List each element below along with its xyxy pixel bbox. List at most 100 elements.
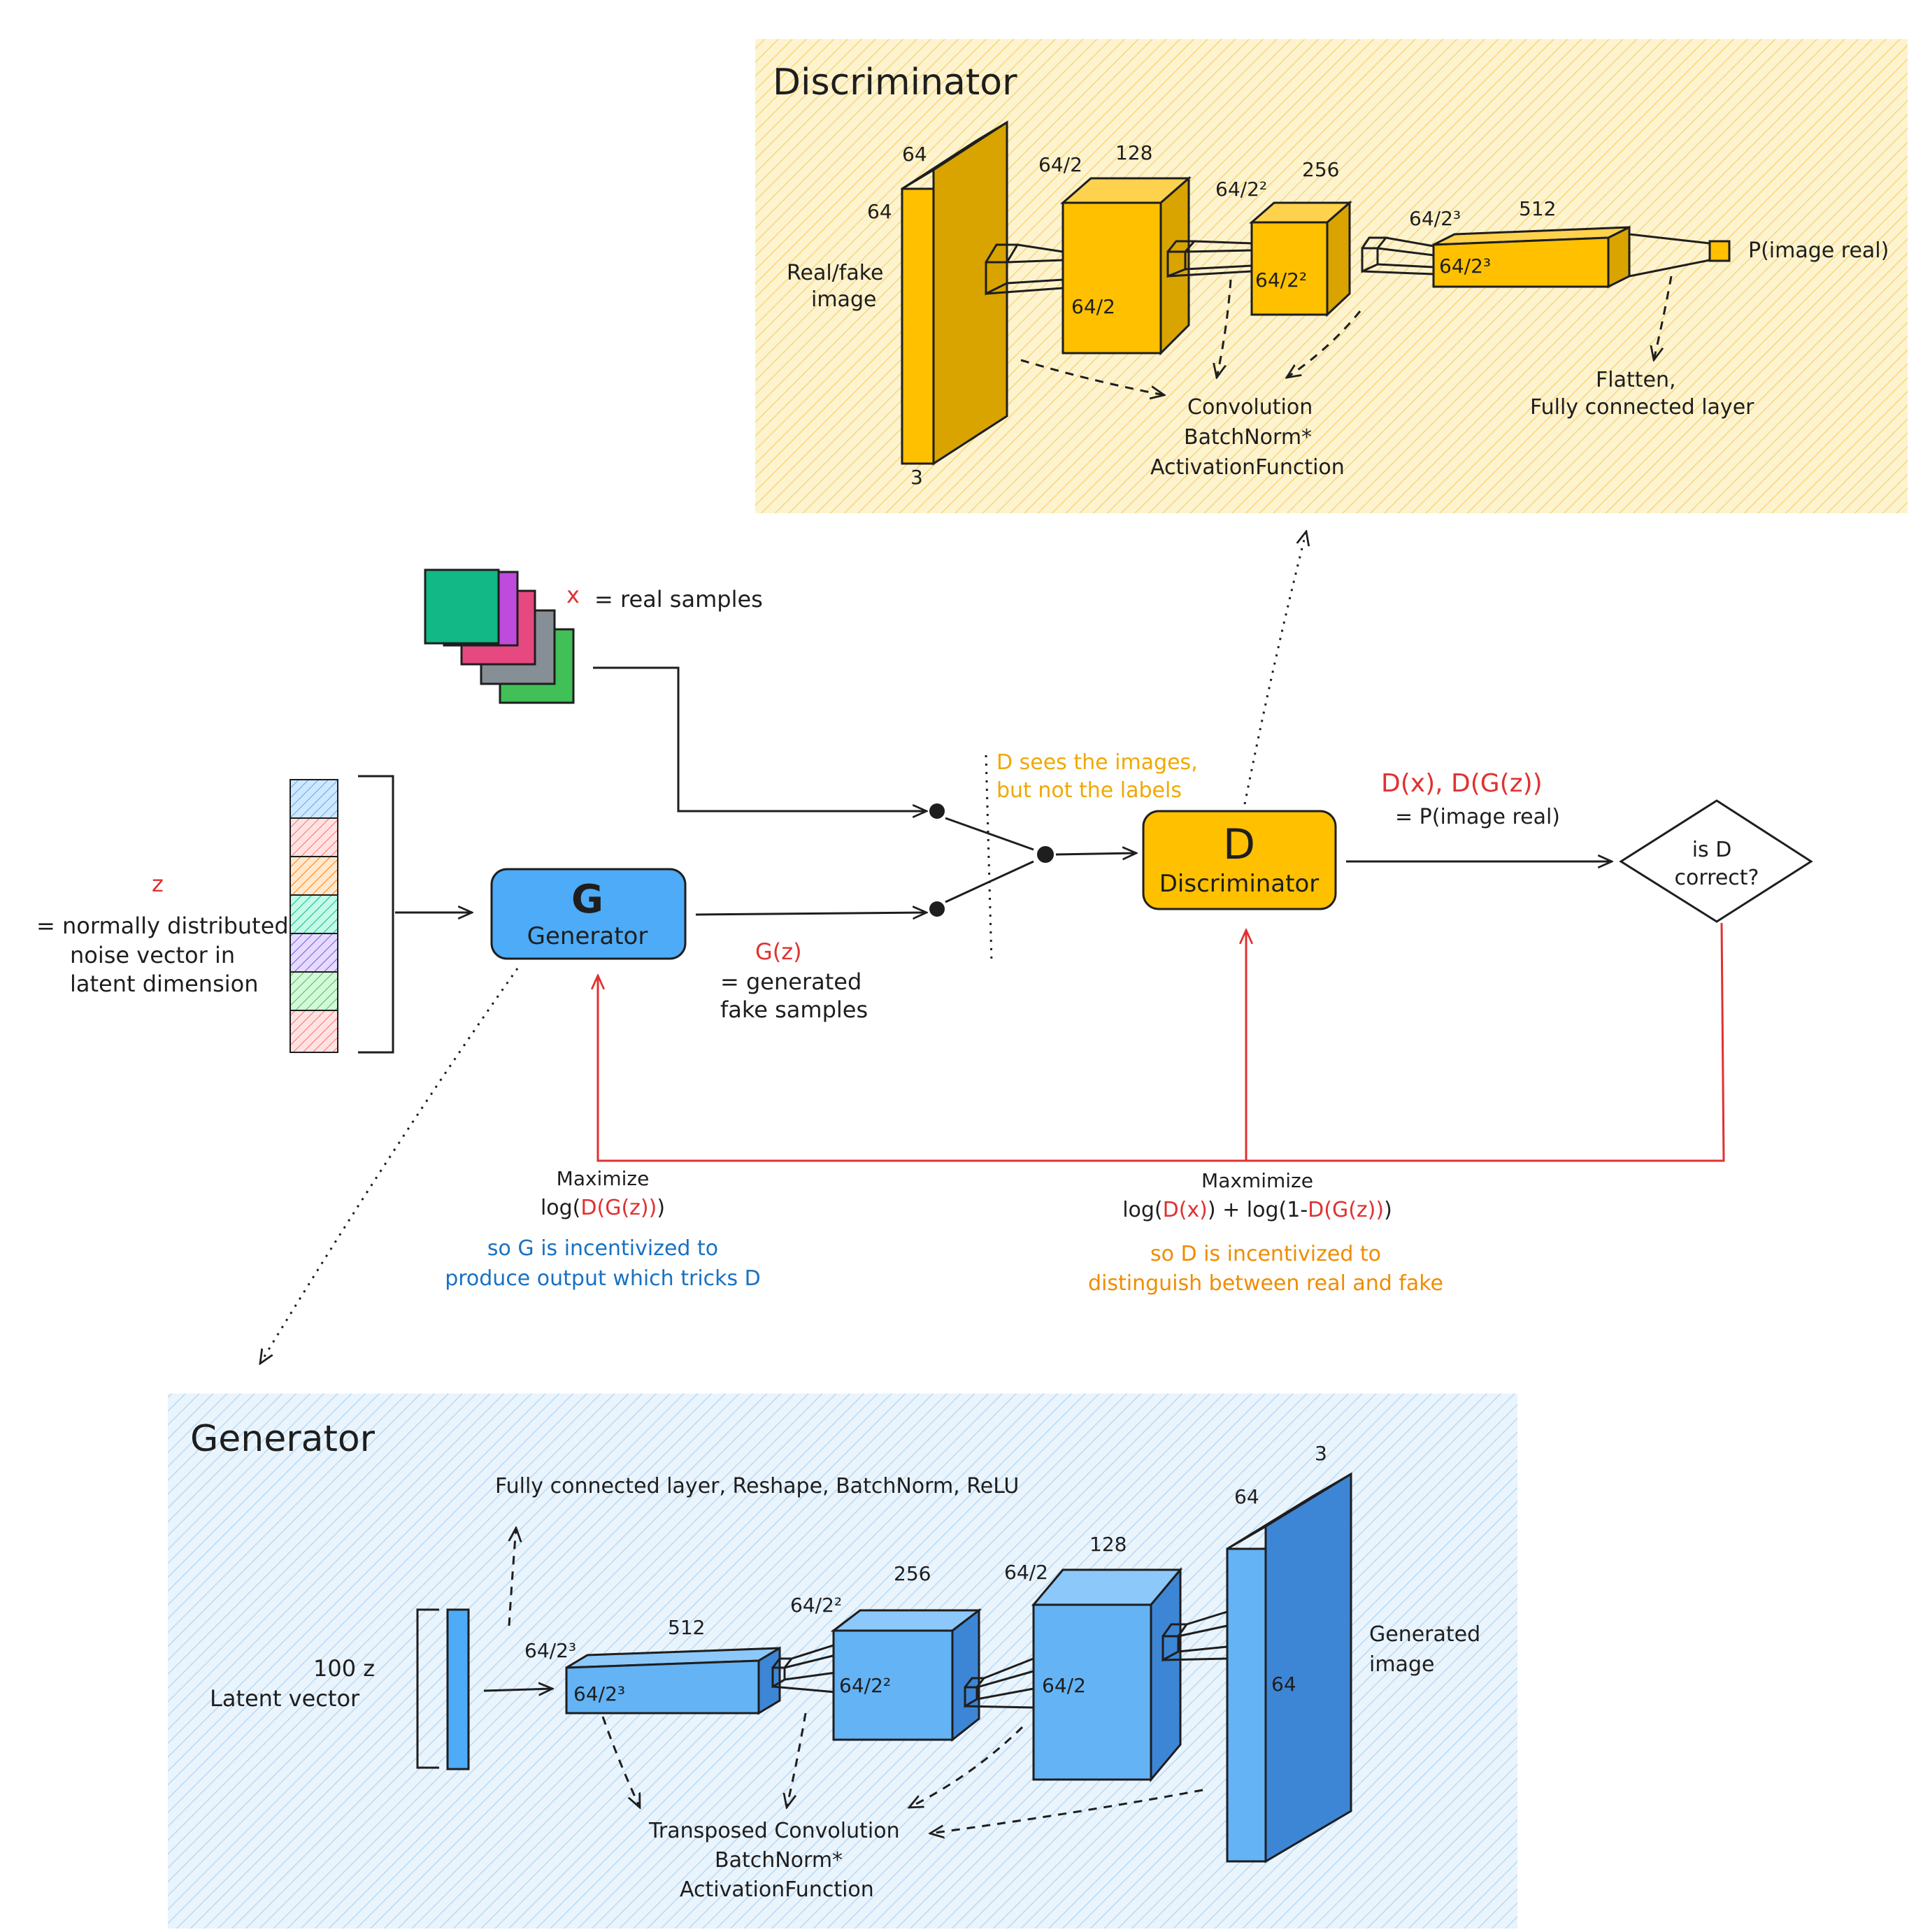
d-layer4-top-label: 512: [1519, 197, 1556, 220]
generator-node: [490, 868, 687, 960]
g-objective-term: D(G(z)): [580, 1196, 657, 1220]
d-layer4-block: [1432, 225, 1631, 289]
z-text-line1: = normally distributed: [36, 913, 289, 939]
switch-line-top: [945, 817, 1034, 851]
tconv-arrow-3: [909, 1726, 1024, 1808]
g-fc-arrow: [509, 1528, 516, 1626]
real-samples-text: = real samples: [594, 586, 763, 613]
latent-line2: Latent vector: [210, 1685, 360, 1712]
real-input-dot: [929, 803, 945, 819]
conv-arrow-2: [1217, 279, 1232, 378]
g-objective: log(D(G(z))): [541, 1196, 665, 1220]
noise-bracket: [358, 775, 394, 1054]
tconv-arrow-2: [787, 1712, 807, 1808]
tconv-arrow-4: [930, 1789, 1203, 1833]
discriminator-panel: Discriminator Real/fake image 64 64 3 64…: [755, 39, 1908, 513]
g-fc-label: Fully connected layer, Reshape, BatchNor…: [495, 1474, 1019, 1498]
d-objective-d: D(G(z)): [1308, 1198, 1384, 1222]
g-layer4-front-label: 64: [1271, 1673, 1296, 1696]
decision-line1: is D: [1692, 838, 1732, 862]
g-layer3-block: [1031, 1566, 1183, 1783]
zoom-to-generator-arrow: [260, 968, 519, 1364]
d-output-text: = P(image real): [1395, 805, 1560, 829]
d-kernel2: [1166, 240, 1252, 278]
g-layer4-top-label: 3: [1315, 1442, 1327, 1465]
d-output-neuron: [1708, 240, 1731, 262]
tconv-line2: BatchNorm*: [715, 1848, 843, 1873]
g-layer4-block: [1226, 1472, 1352, 1863]
g-layer2-top-label: 256: [894, 1562, 931, 1585]
input-label-line2: image: [811, 287, 876, 312]
d-layer4-side-label: 64/2³: [1409, 207, 1461, 230]
g-layer3-front-label: 64/2: [1042, 1674, 1086, 1697]
merge-to-discriminator-arrow: [1055, 853, 1136, 854]
d-fc-line-top: [1629, 233, 1710, 245]
input-label-line1: Real/fake: [787, 261, 884, 285]
tconv-line1: Transposed Convolution: [648, 1819, 900, 1843]
latent-vector-bar: [446, 1608, 470, 1770]
generator-symbol: G: [571, 877, 603, 922]
g-layer3-top-label: 128: [1089, 1533, 1127, 1556]
d-kernel1: [985, 243, 1064, 296]
d-sees-line2: but not the labels: [996, 778, 1182, 803]
fake-input-dot: [929, 901, 945, 917]
d-layer2-front-label: 64/2: [1071, 295, 1115, 318]
fc-label-line1: Flatten,: [1596, 368, 1676, 392]
g-layer2-side-label: 64/2²: [790, 1594, 842, 1617]
gz-var: G(z): [755, 938, 802, 965]
d-layer3-front-label: 64/2²: [1255, 269, 1307, 292]
d-layer2-side-label: 64/2: [1038, 153, 1082, 176]
d-layer1-block: [901, 120, 1008, 466]
d-objective: log(D(x)) + log(1-D(G(z))): [1122, 1198, 1392, 1222]
zoom-to-discriminator-arrow: [1243, 531, 1306, 805]
fc-label-line2: Fully connected layer: [1530, 395, 1754, 420]
g-layer2-front-label: 64/2²: [839, 1674, 891, 1697]
generator-to-merge-arrow: [695, 913, 927, 915]
d-output-label: P(image real): [1748, 238, 1889, 263]
d-layer3-block: [1249, 200, 1352, 317]
decision-node: [1619, 799, 1813, 923]
latent-line1: 100 z: [313, 1655, 375, 1682]
g-kernel3: [1161, 1610, 1228, 1662]
d-objective-title: Maxmimize: [1201, 1169, 1313, 1192]
d-layer2-block: [1060, 176, 1192, 356]
g-kernel1: [771, 1643, 836, 1694]
d-fc-line-bottom: [1629, 259, 1710, 278]
conv-arrow-1: [1020, 359, 1164, 395]
d-sees-line1: D sees the images,: [996, 750, 1198, 775]
d-layer3-top-label: 256: [1302, 158, 1339, 181]
generator-panel: Generator Fully connected layer, Reshape…: [168, 1394, 1517, 1929]
noise-vector: [290, 779, 338, 1053]
latent-to-layer1-arrow: [483, 1689, 552, 1691]
d-layer1-bottom-label: 3: [910, 466, 923, 489]
gz-text-line2: fake samples: [720, 996, 868, 1023]
d-layer2-top-label: 128: [1115, 141, 1152, 164]
tconv-line3: ActivationFunction: [680, 1877, 874, 1902]
g-objective-title: Maximize: [557, 1167, 650, 1190]
conv-label-line2: BatchNorm*: [1184, 425, 1312, 450]
conv-label-line1: Convolution: [1187, 395, 1313, 420]
g-layer1-front-label: 64/2³: [573, 1682, 625, 1705]
d-layer3-side-label: 64/2²: [1215, 178, 1267, 201]
generator-label: Generator: [527, 922, 648, 950]
d-layer1-side-label: 64: [867, 200, 892, 223]
generator-panel-title: Generator: [190, 1418, 376, 1460]
d-layer4-front-label: 64/2³: [1439, 255, 1491, 278]
real-samples-arrow: [593, 666, 927, 811]
g-layer3-side-label: 64/2: [1004, 1561, 1048, 1584]
generator-feedback-arrow: [598, 922, 1725, 1162]
g-output-line1: Generated: [1369, 1622, 1480, 1647]
d-output-var: D(x), D(G(z)): [1381, 769, 1543, 798]
decision-line2: correct?: [1675, 866, 1759, 890]
g-objective-close: ): [657, 1196, 665, 1220]
d-note-line2: distinguish between real and fake: [1088, 1271, 1443, 1296]
g-note-line1: so G is incentivized to: [487, 1236, 718, 1261]
g-layer1-top-label: 512: [668, 1616, 705, 1639]
g-output-line2: image: [1369, 1652, 1434, 1677]
real-samples-stack: [424, 568, 575, 704]
d-note-line1: so D is incentivized to: [1150, 1242, 1381, 1266]
d-objective-e: ): [1384, 1198, 1392, 1222]
z-text-line2: noise vector in: [70, 942, 235, 968]
latent-bracket: [416, 1608, 439, 1769]
